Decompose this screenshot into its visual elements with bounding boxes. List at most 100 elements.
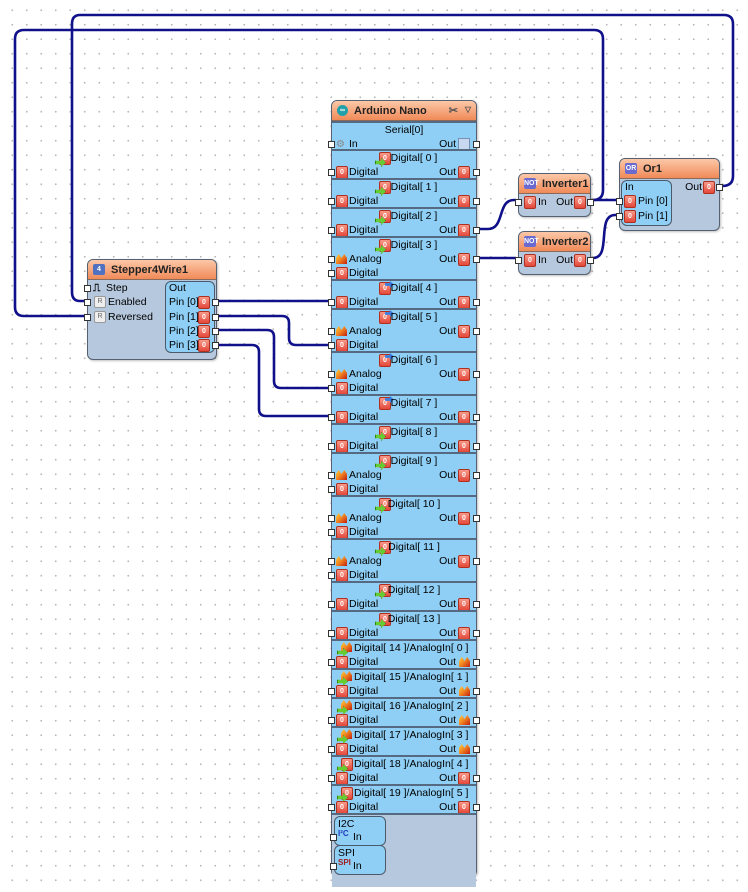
digital-out-pin[interactable]	[473, 414, 480, 421]
digital-out-pin[interactable]	[473, 746, 480, 753]
digital-in-pin[interactable]	[328, 529, 335, 536]
or-gate-icon: OR	[625, 163, 637, 174]
inverter2-out-pin[interactable]	[587, 257, 594, 264]
tools-icon[interactable]: ✂	[448, 105, 458, 117]
wire-d2-out-to-inverter1-in[interactable]	[478, 198, 516, 231]
out-label: Out	[439, 555, 456, 567]
or1-pin1-in[interactable]	[616, 213, 623, 220]
digital-out-pin[interactable]	[473, 804, 480, 811]
digital-icon: 0	[574, 196, 586, 209]
inverter2-in-pin[interactable]	[515, 257, 522, 264]
wire-inverter2-out-to-or1-pin1[interactable]	[592, 213, 617, 260]
digital-in-pin[interactable]	[328, 630, 335, 637]
digital-label: Digital	[349, 656, 379, 668]
wire-stepper-pin1-to-d5[interactable]	[218, 314, 329, 347]
or1-out-pin[interactable]	[716, 184, 723, 191]
chevron-down-icon[interactable]: ▽	[464, 105, 471, 114]
serial-in-pin[interactable]	[328, 141, 335, 148]
digital-out-pin[interactable]	[473, 659, 480, 666]
digital-in-pin[interactable]	[328, 804, 335, 811]
inverter2-header[interactable]: NOT Inverter2	[519, 232, 590, 252]
spi-in-pin[interactable]	[330, 863, 337, 870]
digital-in-pin[interactable]	[328, 659, 335, 666]
digital-out-pin[interactable]	[473, 371, 480, 378]
stepper4wire-component[interactable]: 4 Stepper4Wire1 ⎍ Step R Enabled R Rever…	[84, 259, 219, 360]
digital-out-pin[interactable]	[473, 775, 480, 782]
analog-in-pin[interactable]	[328, 256, 335, 263]
digital-in-pin[interactable]	[328, 601, 335, 608]
digital-in-pin[interactable]	[328, 198, 335, 205]
digital-out-pin[interactable]	[473, 472, 480, 479]
digital-out-pin[interactable]	[473, 558, 480, 565]
digital-label: Digital	[349, 772, 379, 784]
digital-out-pin[interactable]	[473, 601, 480, 608]
or1-pin0-label: Pin [0]	[638, 195, 668, 207]
serial-out-pin[interactable]	[473, 141, 480, 148]
out-label: Out	[439, 195, 456, 207]
digital-out-pin[interactable]	[473, 688, 480, 695]
inverter1-in-pin[interactable]	[515, 199, 522, 206]
wire-stepper-pin3-to-d7[interactable]	[218, 343, 329, 418]
digital-in-pin[interactable]	[328, 299, 335, 306]
analog-in-pin[interactable]	[328, 371, 335, 378]
analog-in-pin[interactable]	[328, 515, 335, 522]
digital-block-title: Digital[ 12 ]	[387, 584, 441, 596]
digital-out-pin[interactable]	[473, 515, 480, 522]
or1-in-title: In	[625, 181, 634, 193]
arduino-header[interactable]: ∞ Arduino Nano ✂ ▽	[332, 101, 476, 121]
stepper-step-pin[interactable]	[84, 285, 91, 292]
digital-in-pin[interactable]	[328, 342, 335, 349]
i2c-box: I2C I²C In	[330, 816, 386, 846]
stepper-header[interactable]: 4 Stepper4Wire1	[88, 260, 216, 280]
stepper-reversed-label: Reversed	[108, 311, 153, 323]
stepper-pin3-out[interactable]	[212, 342, 219, 349]
i2c-in-pin[interactable]	[330, 834, 337, 841]
digital-in-pin[interactable]	[328, 572, 335, 579]
stepper-reversed-pin[interactable]	[84, 314, 91, 321]
digital-out-pin[interactable]	[473, 198, 480, 205]
digital-in-pin[interactable]	[328, 227, 335, 234]
out-label: Out	[439, 296, 456, 308]
digital-out-pin[interactable]	[473, 443, 480, 450]
digital-in-pin[interactable]	[328, 775, 335, 782]
inverter2-component[interactable]: NOT Inverter2 0 In Out 0	[515, 231, 594, 275]
digital-in-pin[interactable]	[328, 443, 335, 450]
inverter1-component[interactable]: NOT Inverter1 0 In Out 0	[515, 173, 594, 217]
digital-out-pin[interactable]	[473, 299, 480, 306]
stepper-pin2-out[interactable]	[212, 328, 219, 335]
digital-out-pin[interactable]	[473, 630, 480, 637]
digital-label: Digital	[349, 382, 379, 394]
wire-stepper-pin2-to-d6[interactable]	[218, 328, 329, 390]
digital-label: Digital	[349, 685, 379, 697]
digital-in-pin[interactable]	[328, 688, 335, 695]
digital-in-pin[interactable]	[328, 414, 335, 421]
analog-label: Analog	[349, 469, 382, 481]
digital-out-pin[interactable]	[473, 328, 480, 335]
inverter1-out-pin[interactable]	[587, 199, 594, 206]
digital-label: Digital	[349, 411, 379, 423]
digital-in-pin[interactable]	[328, 717, 335, 724]
stepper-pin0-out[interactable]	[212, 299, 219, 306]
digital-icon: 0	[624, 195, 636, 208]
digital-out-pin[interactable]	[473, 256, 480, 263]
digital-in-pin[interactable]	[328, 486, 335, 493]
stepper-enabled-pin[interactable]	[84, 299, 91, 306]
analog-in-pin[interactable]	[328, 558, 335, 565]
stepper-pin1-out[interactable]	[212, 314, 219, 321]
digital-out-pin[interactable]	[473, 169, 480, 176]
digital-in-pin[interactable]	[328, 385, 335, 392]
digital-in-pin[interactable]	[328, 270, 335, 277]
or1-header[interactable]: OR Or1	[620, 159, 719, 179]
or1-component[interactable]: OR Or1 In 0 Pin [0] 0 Pin [1] Out 0	[616, 158, 723, 231]
out-label: Out	[439, 253, 456, 265]
digital-out-pin[interactable]	[473, 717, 480, 724]
digital-in-pin[interactable]	[328, 746, 335, 753]
or1-pin0-in[interactable]	[616, 198, 623, 205]
digital-out-pin[interactable]	[473, 227, 480, 234]
analog-in-pin[interactable]	[328, 328, 335, 335]
analog-in-pin[interactable]	[328, 472, 335, 479]
inverter1-header[interactable]: NOT Inverter1	[519, 174, 590, 194]
digital-in-pin[interactable]	[328, 169, 335, 176]
